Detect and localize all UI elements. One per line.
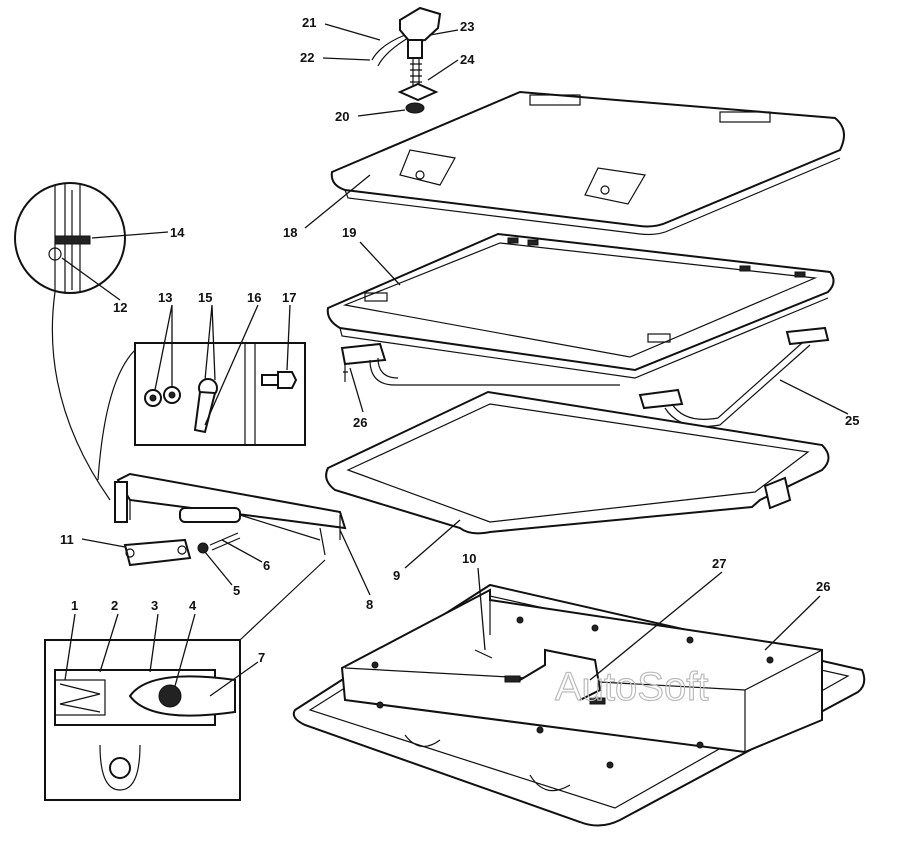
callout-23: 23: [460, 19, 474, 34]
seal-frame-part-9: [325, 390, 830, 535]
screw-part-5-6: [197, 532, 241, 554]
callout-7: 7: [258, 650, 265, 665]
watermark-text: AutoSoft: [555, 665, 708, 709]
callout-19: 19: [342, 225, 356, 240]
callout-22: 22: [300, 50, 314, 65]
callout-labels: 21 22 23 24 20 18 19 14 12 13 15 16 17 2…: [60, 15, 859, 665]
callout-5: 5: [233, 583, 240, 598]
detail-inset-circle: [14, 182, 126, 501]
callout-4: 4: [189, 598, 197, 613]
callout-20: 20: [335, 109, 349, 124]
callout-1: 1: [71, 598, 78, 613]
callout-26-hinge: 26: [353, 415, 367, 430]
callout-11: 11: [60, 532, 74, 547]
bracket-part-11: [123, 538, 192, 567]
callout-17: 17: [282, 290, 296, 305]
callout-8: 8: [366, 597, 373, 612]
detail-inset-latch: [44, 559, 326, 801]
bracket-part-27: [474, 648, 606, 705]
callout-13: 13: [158, 290, 172, 305]
linkage-assembly-part-8: [114, 472, 347, 556]
callout-16: 16: [247, 290, 261, 305]
frame-part-19: [326, 232, 835, 379]
detail-inset-box: [97, 342, 306, 481]
callout-21: 21: [302, 15, 316, 30]
callout-14: 14: [170, 225, 185, 240]
callout-3: 3: [151, 598, 158, 613]
callout-18: 18: [283, 225, 297, 240]
handle-part-23: [371, 6, 442, 114]
callout-6: 6: [263, 558, 270, 573]
callout-26-tray: 26: [816, 579, 830, 594]
callout-9: 9: [393, 568, 400, 583]
leader-lines: [61, 23, 849, 697]
lid-part-18: [330, 90, 845, 236]
callout-2: 2: [111, 598, 118, 613]
callout-25: 25: [845, 413, 859, 428]
callout-12: 12: [113, 300, 127, 315]
callout-10: 10: [462, 551, 476, 566]
hinge-part-25: [340, 326, 830, 428]
callout-27: 27: [712, 556, 726, 571]
callout-15: 15: [198, 290, 212, 305]
callout-24: 24: [460, 52, 475, 67]
